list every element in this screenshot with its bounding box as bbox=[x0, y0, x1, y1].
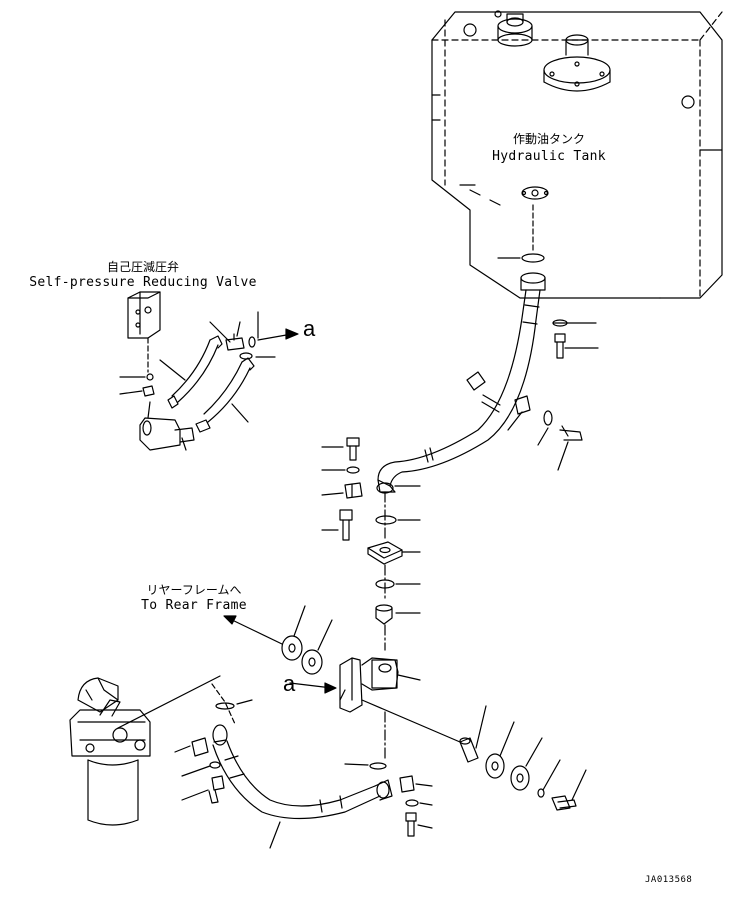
o-ring bbox=[146, 373, 154, 381]
bolt bbox=[405, 812, 433, 837]
o-ring bbox=[248, 336, 256, 348]
suction-hose-lower bbox=[212, 724, 393, 849]
bolt bbox=[557, 425, 583, 471]
rear-frame-label-jp: リヤーフレームへ bbox=[146, 583, 242, 597]
reducing-valve-label-en: Self-pressure Reducing Valve bbox=[29, 275, 257, 290]
o-ring bbox=[369, 762, 387, 770]
pilot-hose-2 bbox=[195, 357, 255, 433]
suction-hose-upper bbox=[376, 272, 546, 494]
washer bbox=[543, 410, 553, 426]
clip bbox=[507, 395, 531, 431]
reducing-valve bbox=[127, 291, 161, 373]
bolt bbox=[181, 775, 225, 804]
bolt bbox=[554, 333, 599, 359]
o-ring bbox=[375, 515, 397, 525]
washer-pair-lower bbox=[485, 721, 543, 791]
tee-fitting bbox=[209, 321, 245, 351]
bolt bbox=[321, 437, 360, 461]
hydraulic-tank-label-en: Hydraulic Tank bbox=[492, 149, 606, 164]
reference-a-bottom: a bbox=[283, 671, 296, 696]
spacer bbox=[459, 705, 487, 763]
valve-block bbox=[139, 401, 195, 451]
reference-a-top: a bbox=[303, 316, 316, 341]
o-ring bbox=[521, 253, 545, 263]
split-flange-lower bbox=[399, 775, 433, 793]
fitting bbox=[375, 604, 421, 625]
filter-assembly bbox=[69, 677, 151, 826]
clip-left bbox=[174, 737, 209, 757]
washer bbox=[537, 788, 545, 798]
bolt bbox=[321, 509, 353, 541]
hydraulic-tank bbox=[431, 10, 723, 299]
drawing-code: JA013568 bbox=[645, 875, 693, 885]
flange bbox=[367, 541, 421, 565]
washer bbox=[209, 761, 221, 769]
bolt bbox=[551, 769, 587, 811]
split-flange bbox=[321, 482, 363, 499]
bracket-block bbox=[339, 657, 421, 713]
o-ring bbox=[239, 352, 253, 360]
washer bbox=[346, 466, 360, 474]
washer-pair-upper bbox=[281, 605, 333, 675]
rear-frame-label-en: To Rear Frame bbox=[141, 598, 247, 613]
reducing-valve-label-jp: 自己圧減圧弁 bbox=[106, 260, 180, 274]
washer bbox=[405, 799, 419, 807]
hydraulic-tank-label-jp: 作動油タンク bbox=[512, 132, 586, 146]
o-ring bbox=[215, 702, 235, 710]
elbow-fitting bbox=[119, 385, 155, 397]
pilot-hose-1 bbox=[159, 335, 223, 409]
